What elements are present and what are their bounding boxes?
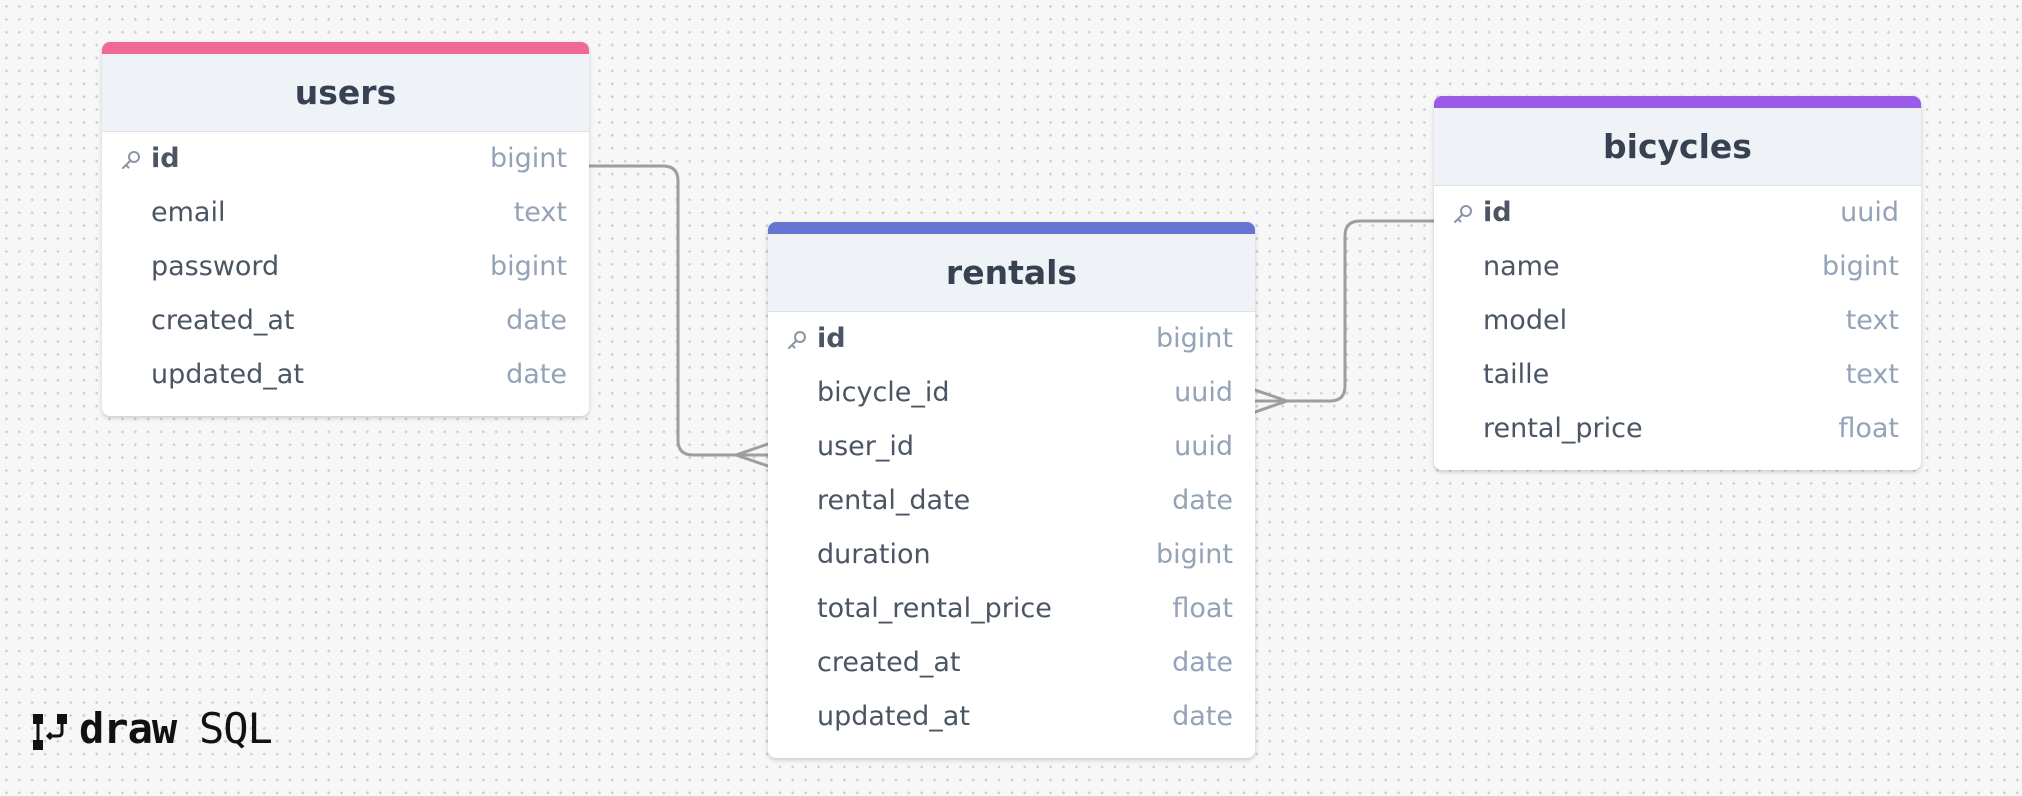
connector-bicycles-rentals[interactable]: [1253, 219, 1436, 403]
column-name: email: [151, 197, 226, 228]
table-color-bar: [102, 42, 589, 54]
column-name: model: [1483, 305, 1568, 336]
column-name: password: [151, 251, 280, 282]
column-type: date: [1172, 647, 1233, 678]
column-type: date: [1172, 701, 1233, 732]
column-row[interactable]: id bigint: [102, 132, 589, 186]
column-row[interactable]: total_rental_price float: [768, 582, 1255, 636]
column-list: id bigint email text password bigint created_a…: [102, 132, 589, 402]
column-name: total_rental_price: [817, 593, 1052, 624]
column-row[interactable]: id uuid: [1434, 186, 1921, 240]
column-type: text: [1845, 305, 1899, 336]
column-name: rental_date: [817, 485, 971, 516]
column-row[interactable]: updated_at date: [102, 348, 589, 402]
table-title[interactable]: bicycles: [1434, 108, 1921, 186]
column-type: bigint: [1156, 539, 1233, 570]
column-row[interactable]: taille text: [1434, 348, 1921, 402]
column-type: float: [1838, 413, 1899, 444]
column-type: date: [506, 359, 567, 390]
column-type: bigint: [1822, 251, 1899, 282]
column-name: name: [1483, 251, 1560, 282]
column-type: bigint: [490, 143, 567, 174]
column-name: created_at: [817, 647, 961, 678]
column-type: bigint: [490, 251, 567, 282]
column-row[interactable]: rental_date date: [768, 474, 1255, 528]
column-name: id: [1483, 197, 1512, 228]
column-name: id: [151, 143, 180, 174]
crowfoot-rentals-user-id: [734, 442, 770, 468]
column-type: bigint: [1156, 323, 1233, 354]
drawsql-logo-icon: [33, 714, 67, 750]
table-title[interactable]: users: [102, 54, 589, 132]
column-type: text: [1845, 359, 1899, 390]
column-name: updated_at: [151, 359, 304, 390]
column-row[interactable]: created_at date: [768, 636, 1255, 690]
column-row[interactable]: model text: [1434, 294, 1921, 348]
column-row[interactable]: user_id uuid: [768, 420, 1255, 474]
column-name: duration: [817, 539, 931, 570]
primary-key-icon: [1452, 203, 1474, 225]
column-list: id uuid name bigint model text taille text renta…: [1434, 186, 1921, 456]
column-row[interactable]: updated_at date: [768, 690, 1255, 744]
column-type: uuid: [1840, 197, 1899, 228]
table-title[interactable]: rentals: [768, 234, 1255, 312]
column-row[interactable]: name bigint: [1434, 240, 1921, 294]
logo-text-sql: SQL: [199, 704, 273, 753]
crowfoot-rentals-bicycle-id: [1253, 388, 1289, 414]
column-name: bicycle_id: [817, 377, 950, 408]
logo-text-draw: draw: [79, 704, 177, 753]
column-row[interactable]: created_at date: [102, 294, 589, 348]
column-name: taille: [1483, 359, 1550, 390]
column-name: updated_at: [817, 701, 970, 732]
primary-key-icon: [120, 149, 142, 171]
column-row[interactable]: duration bigint: [768, 528, 1255, 582]
column-row[interactable]: password bigint: [102, 240, 589, 294]
primary-key-icon: [786, 329, 808, 351]
column-type: float: [1172, 593, 1233, 624]
column-row[interactable]: bicycle_id uuid: [768, 366, 1255, 420]
column-type: date: [506, 305, 567, 336]
column-row[interactable]: id bigint: [768, 312, 1255, 366]
column-row[interactable]: rental_price float: [1434, 402, 1921, 456]
column-type: uuid: [1174, 377, 1233, 408]
table-color-bar: [1434, 96, 1921, 108]
column-name: id: [817, 323, 846, 354]
column-name: user_id: [817, 431, 915, 462]
column-type: text: [513, 197, 567, 228]
column-name: created_at: [151, 305, 295, 336]
connector-users-rentals[interactable]: [587, 164, 770, 457]
users-table[interactable]: users id bigint email text password bigint cre…: [102, 42, 589, 416]
column-type: uuid: [1174, 431, 1233, 462]
column-name: rental_price: [1483, 413, 1643, 444]
column-row[interactable]: email text: [102, 186, 589, 240]
table-color-bar: [768, 222, 1255, 234]
column-type: date: [1172, 485, 1233, 516]
